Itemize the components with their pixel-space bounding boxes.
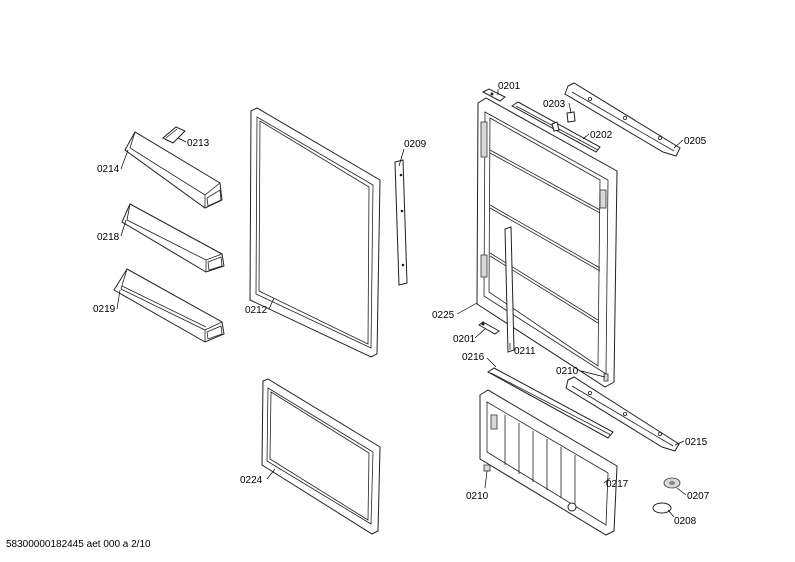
door-bin-0218 <box>121 203 225 273</box>
bin-label-holder-0213 <box>162 126 186 144</box>
lower-door-gasket-0224 <box>261 378 381 535</box>
label-0203: 0203 <box>543 99 566 110</box>
label-0210-lower: 0210 <box>466 491 489 502</box>
cover-strip-0216 <box>487 367 614 439</box>
label-0215: 0215 <box>685 437 708 448</box>
hinge-strip-0209 <box>394 159 408 286</box>
roller-0207 <box>663 477 681 489</box>
upper-inner-door-0225 <box>476 97 618 388</box>
label-0217: 0217 <box>606 479 629 490</box>
label-0210-upper: 0210 <box>556 366 579 377</box>
label-0224: 0224 <box>240 475 263 486</box>
drawing-reference-footer: 58300000182445 aet 000 a 2/10 <box>6 539 151 550</box>
upper-door-gasket-0212 <box>249 107 381 358</box>
label-0213: 0213 <box>187 138 210 149</box>
handle-strip-0211 <box>504 226 515 353</box>
label-0201-lower: 0201 <box>453 334 476 345</box>
hinge-pin-0210-lower <box>483 464 491 472</box>
label-0218: 0218 <box>97 232 120 243</box>
clip-0203 <box>551 111 576 132</box>
hinge-bracket-0215 <box>565 376 680 452</box>
hinge-pin-0210-upper <box>603 373 609 382</box>
label-0219: 0219 <box>93 304 116 315</box>
label-0202: 0202 <box>590 130 613 141</box>
leader-lines <box>116 89 687 518</box>
label-0216: 0216 <box>462 352 485 363</box>
label-0212: 0212 <box>245 305 268 316</box>
label-0209: 0209 <box>404 139 427 150</box>
label-0225: 0225 <box>432 310 455 321</box>
label-0207: 0207 <box>687 491 710 502</box>
door-bin-0214 <box>124 131 223 209</box>
label-0201-top: 0201 <box>498 81 521 92</box>
label-0211: 0211 <box>514 346 536 357</box>
hinge-cap-0201-lower <box>478 321 500 335</box>
label-0205: 0205 <box>684 136 707 147</box>
label-0214: 0214 <box>97 164 120 175</box>
label-0208: 0208 <box>674 516 697 527</box>
lower-inner-door-0217 <box>479 389 618 536</box>
hinge-cap-0201-top <box>481 88 506 102</box>
foot-0208 <box>652 502 672 514</box>
hinge-bracket-0205 <box>564 82 681 157</box>
door-bin-0219 <box>113 268 225 343</box>
